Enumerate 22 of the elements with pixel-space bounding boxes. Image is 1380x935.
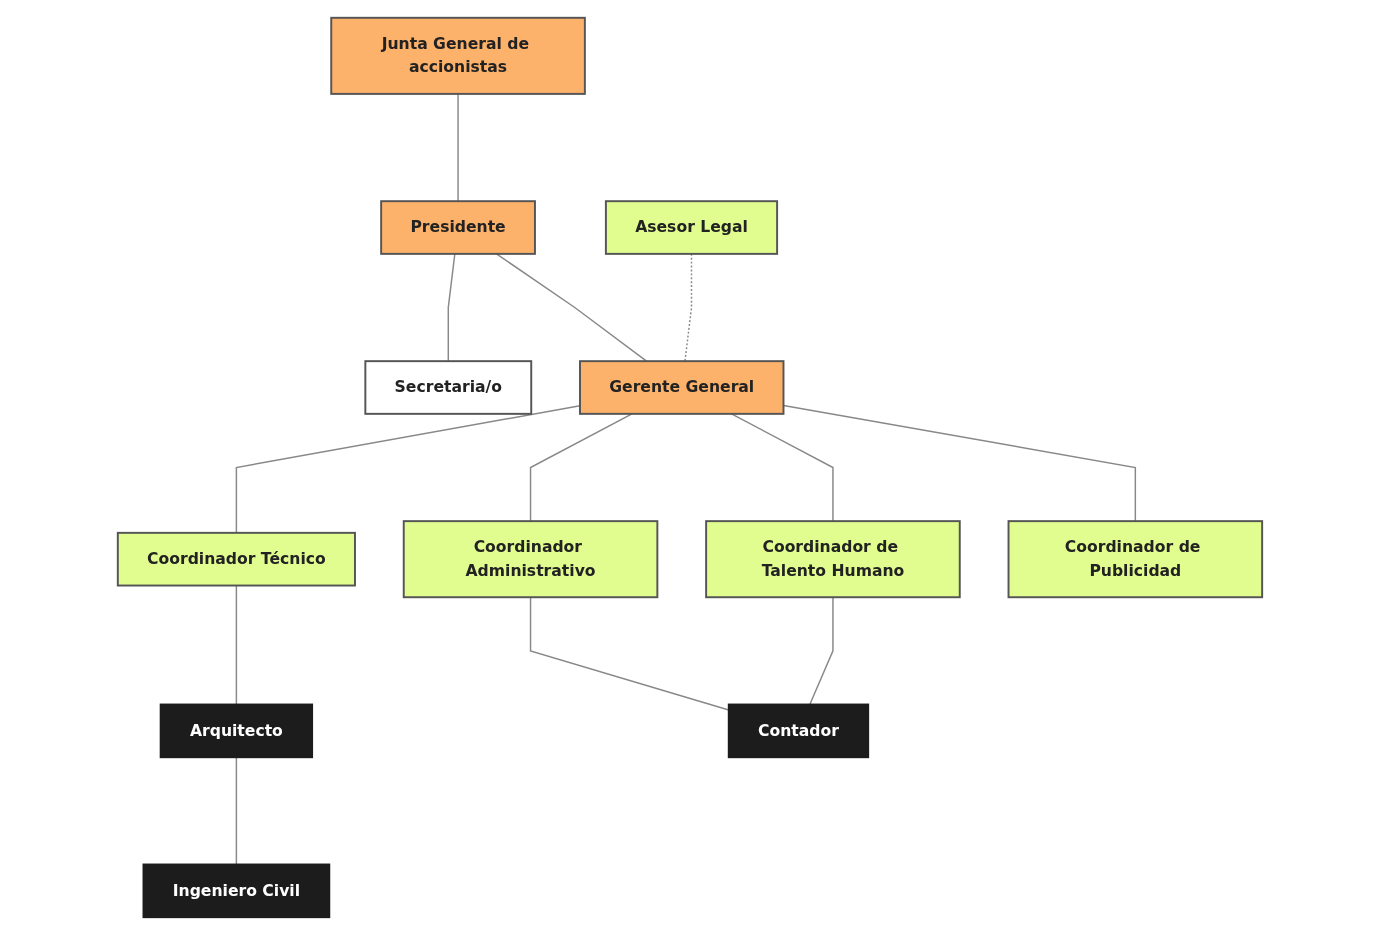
- connector: [684, 253, 693, 362]
- node-box: Contador: [727, 703, 870, 759]
- connector: [235, 405, 581, 534]
- connector: [447, 253, 456, 362]
- node-box: Junta General de accionistas: [330, 16, 586, 95]
- connector: [529, 413, 633, 522]
- node-box: Ingeniero Civil: [142, 863, 331, 919]
- connector: [457, 93, 459, 202]
- node-box: Coordinador de Talento Humano: [705, 520, 961, 599]
- node-box: Coordinador Administrativo: [402, 520, 659, 599]
- node-box: Asesor Legal: [604, 200, 779, 255]
- node-box: Coordinador de Publicidad: [1007, 520, 1264, 599]
- node-box: Presidente: [380, 200, 536, 255]
- node-box: Secretaria/o: [364, 360, 533, 415]
- connector: [730, 413, 834, 522]
- connector: [809, 596, 834, 706]
- connector: [235, 756, 238, 866]
- connector: [235, 584, 238, 706]
- node-box: Arquitecto: [159, 703, 314, 759]
- node-box: Gerente General: [579, 360, 785, 415]
- connector: [495, 253, 648, 362]
- node-box: Coordinador Técnico: [116, 531, 356, 587]
